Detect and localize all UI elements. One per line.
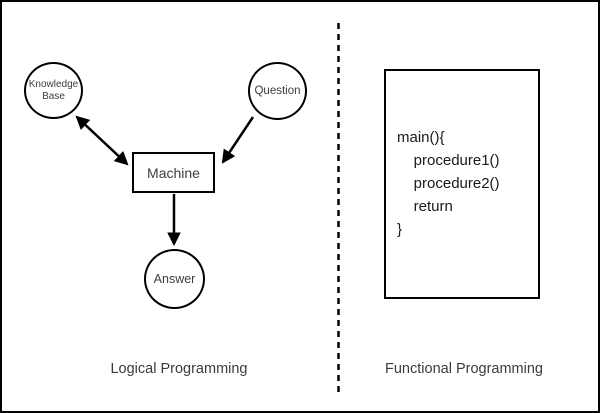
code-line: procedure1()	[397, 152, 500, 169]
right-panel-label: Functional Programming	[385, 361, 543, 377]
question-node: Question	[248, 62, 307, 120]
machine-node: Machine	[132, 152, 215, 193]
code-line: main(){	[397, 129, 445, 146]
code-line: procedure2()	[397, 175, 500, 192]
code-box: main(){ procedure1() procedure2() return…	[384, 69, 540, 299]
left-panel-label: Logical Programming	[110, 361, 248, 377]
edge-knowledgebase-machine	[75, 115, 129, 166]
answer-label: Answer	[153, 272, 196, 286]
answer-node: Answer	[144, 249, 205, 309]
knowledge-base-label: Knowledge Base	[28, 78, 79, 102]
machine-label: Machine	[147, 164, 200, 181]
code-line: return	[397, 198, 453, 215]
code-line: }	[397, 221, 403, 238]
edge-question-machine	[221, 116, 255, 164]
knowledge-base-node: Knowledge Base	[24, 62, 83, 119]
question-label: Question	[254, 85, 301, 97]
